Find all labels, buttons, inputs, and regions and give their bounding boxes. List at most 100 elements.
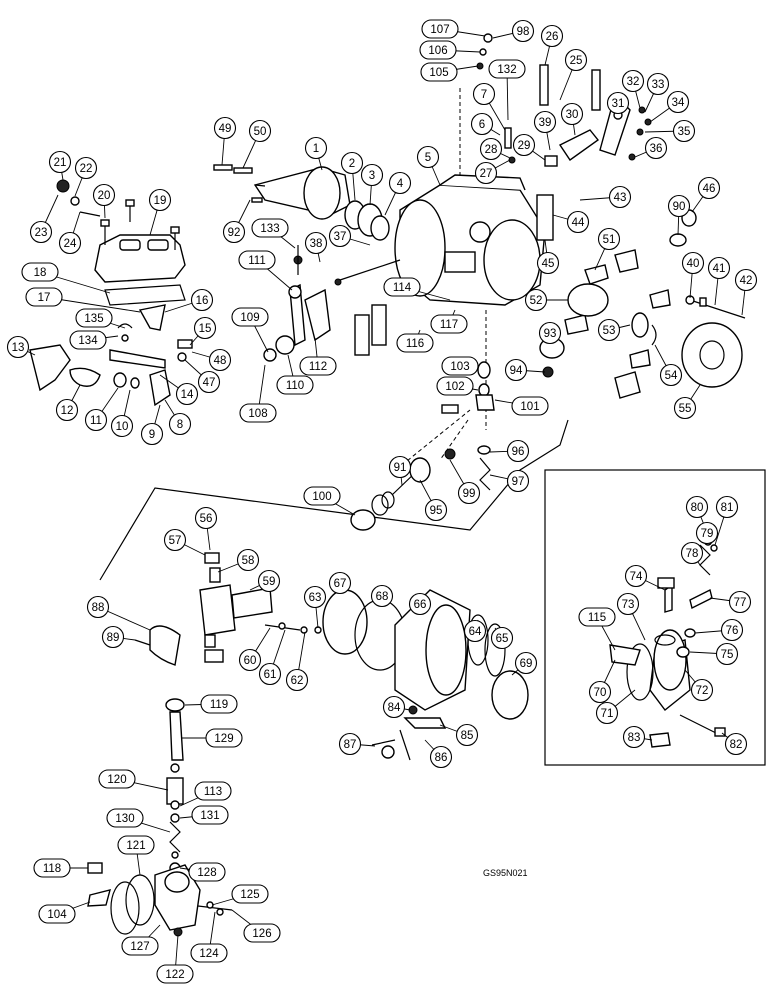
callout-bubble-122 [156,964,194,984]
callout-bubble-120 [98,769,136,789]
callout-text-2: 2 [349,158,355,170]
callout-83: 83 [622,725,646,749]
callout-text-57: 57 [169,535,182,547]
callout-28: 28 [479,137,503,161]
callout-text-75: 75 [721,649,734,661]
callout-bubble-42 [734,268,758,292]
callout-bubble-63 [303,585,327,609]
callout-bubble-93 [538,321,562,345]
callout-text-52: 52 [530,295,543,307]
callout-text-35: 35 [678,126,691,138]
callout-text-63: 63 [309,592,322,604]
callout-text-113: 113 [204,786,222,798]
callout-text-101: 101 [520,401,539,413]
callout-39: 39 [533,110,557,134]
callout-131: 131 [191,805,229,825]
callout-bubble-51 [597,227,621,251]
callout-text-21: 21 [54,157,67,169]
callout-text-105: 105 [429,67,448,79]
callout-bubble-100 [303,486,341,506]
callout-66: 66 [408,592,432,616]
callout-94: 94 [504,358,528,382]
callout-25: 25 [564,48,588,72]
throttle-lever-assembly [263,283,331,362]
callout-bubble-46 [697,176,721,200]
callout-bubble-18 [21,262,59,282]
callout-bubble-31 [606,91,630,115]
inset-fittings [609,534,726,748]
callout-122: 122 [156,964,194,984]
callout-8: 8 [168,412,192,436]
transfer-pump-parts [350,361,495,531]
callout-bubble-121 [117,835,155,855]
callout-bubble-35 [672,119,696,143]
callout-text-14: 14 [181,389,194,401]
callout-bubble-72 [690,678,714,702]
callout-bubble-131 [191,805,229,825]
callout-bubble-119 [200,694,238,714]
callout-bubble-74 [624,564,648,588]
callout-85: 85 [455,723,479,747]
callout-bubble-14 [175,382,199,406]
callout-42: 42 [734,268,758,292]
callout-127: 127 [121,936,159,956]
callout-text-54: 54 [665,370,678,382]
callout-30: 30 [560,102,584,126]
callout-13: 13 [6,335,30,359]
callout-text-86: 86 [435,752,448,764]
callout-bubble-115 [578,607,616,627]
callout-text-84: 84 [388,702,401,714]
callout-bubble-132 [488,59,526,79]
callout-bubble-98 [511,19,535,43]
callout-95: 95 [424,498,448,522]
callout-bubble-96 [506,439,530,463]
callout-bubble-104 [38,904,76,924]
callout-82: 82 [724,732,748,756]
callout-31: 31 [606,91,630,115]
callout-text-27: 27 [480,168,493,180]
cover-plate-a [536,194,554,241]
callout-text-11: 11 [90,415,102,427]
callout-text-9: 9 [149,429,155,441]
callout-text-59: 59 [263,576,276,588]
rotor-assembly [199,552,273,663]
cover-gasket [104,284,186,306]
callout-bubble-27 [474,161,498,185]
callout-78: 78 [680,541,704,565]
callout-126: 126 [243,923,281,943]
callout-21: 21 [48,150,72,174]
callout-text-97: 97 [512,476,525,488]
callout-bubble-125 [231,884,269,904]
callout-bubble-5 [416,145,440,169]
callout-50: 50 [248,119,272,143]
callout-bubble-77 [728,590,752,614]
pump-housing [394,174,546,306]
callout-125: 125 [231,884,269,904]
callout-text-15: 15 [199,323,212,335]
callout-12: 12 [55,398,79,422]
callout-40: 40 [681,251,705,275]
callout-text-64: 64 [469,626,482,638]
callout-text-31: 31 [612,98,625,110]
callout-text-87: 87 [344,739,357,751]
callout-bubble-36 [644,136,668,160]
callout-43: 43 [608,185,632,209]
callout-bubble-25 [564,48,588,72]
callout-bubble-90 [667,194,691,218]
governor-weights [564,249,671,399]
callout-bubble-43 [608,185,632,209]
callout-text-62: 62 [291,675,304,687]
callout-bubble-34 [666,90,690,114]
cover-screws [56,179,180,250]
callout-bubble-129 [205,728,243,748]
delivery-valve-stack [165,698,185,874]
callout-bubble-79 [695,521,719,545]
shaft-seal-c [370,215,390,241]
callout-text-5: 5 [425,152,431,164]
callout-bubble-57 [163,528,187,552]
callout-92: 92 [222,220,246,244]
callout-bubble-7 [472,82,496,106]
callout-text-39: 39 [539,117,552,129]
callout-bubble-82 [724,732,748,756]
